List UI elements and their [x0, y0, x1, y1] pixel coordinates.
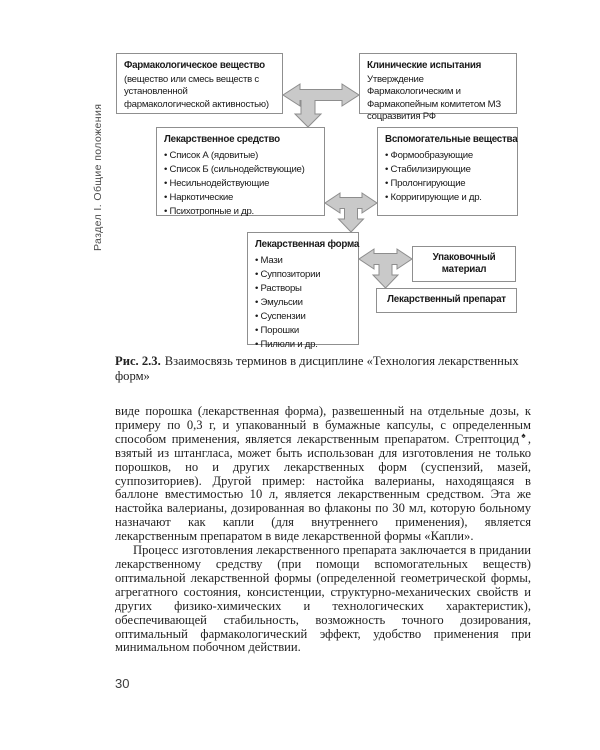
list-item: Список А (ядовитые)	[164, 149, 317, 163]
box-title: Лекарственное средство	[164, 134, 280, 145]
figure-caption-label: Рис. 2.3.	[115, 354, 161, 368]
box-excipients: Вспомогательные вещества Формообразующие…	[377, 127, 518, 216]
bullet-list: Мази Суппозитории Растворы Эмульсии Сусп…	[255, 254, 351, 352]
box-clinical-trials: Клинические испытания Утверждение Фармак…	[359, 53, 517, 122]
body-text: виде порошка (лекарственная форма), разв…	[115, 404, 532, 655]
bullet-list: Список А (ядовитые) Список Б (сильнодейс…	[164, 149, 317, 219]
connector-arrow-top	[283, 83, 359, 128]
figure-caption-text: Взаимосвязь терминов в дисциплине «Техно…	[115, 354, 519, 383]
list-item: Список Б (сильнодействующие)	[164, 163, 317, 177]
box-title: Вспомогательные вещества	[385, 134, 518, 145]
bullet-list: Формообразующие Стабилизирующие Пролонги…	[385, 149, 510, 205]
list-item: Порошки	[255, 324, 351, 338]
list-item: Мази	[255, 254, 351, 268]
box-title: Лекарственный препарат	[387, 294, 506, 306]
section-label: Раздел I. Общие положения	[92, 103, 104, 251]
list-item: Наркотические	[164, 191, 317, 205]
list-item: Несильнодействующие	[164, 177, 317, 191]
box-drug-substance: Лекарственное средство Список А (ядовиты…	[156, 127, 325, 219]
list-item: Психотропные и др.	[164, 205, 317, 219]
figure-caption: Рис. 2.3.Взаимосвязь терминов в дисципли…	[115, 354, 531, 384]
paragraph-2: Процесс изготовления лекарственного преп…	[115, 543, 531, 655]
list-item: Эмульсии	[255, 296, 351, 310]
paragraph-1-text: виде порошка (лекарственная форма), разв…	[115, 404, 531, 446]
box-title: Лекарственная форма	[255, 239, 360, 250]
list-item: Пролонгирующие	[385, 177, 510, 191]
paragraph-1: виде порошка (лекарственная форма), разв…	[115, 404, 532, 544]
list-item: Формообразующие	[385, 149, 510, 163]
box-pharm-substance: Фармакологическое вещество (вещество или…	[116, 53, 283, 114]
connector-arrow-bottom	[359, 248, 412, 288]
connector-arrow-middle	[325, 192, 377, 232]
list-item: Стабилизирующие	[385, 163, 510, 177]
box-text: (вещество или смесь веществ с установлен…	[124, 73, 269, 110]
box-packaging: Упаковочный материал	[412, 246, 516, 282]
list-item: Суппозитории	[255, 268, 351, 282]
box-text: Утверждение Фармакологическим и Фармакоп…	[367, 73, 501, 123]
list-item: Корригирующие и др.	[385, 191, 510, 205]
list-item: Суспензии	[255, 310, 351, 324]
box-title: Упаковочный материал	[432, 251, 496, 276]
box-title: Клинические испытания	[367, 60, 482, 71]
page-number: 30	[115, 676, 130, 691]
list-item: Растворы	[255, 282, 351, 296]
box-drug-product: Лекарственный препарат	[376, 288, 517, 313]
list-item: Пилюли и др.	[255, 338, 351, 352]
tradename-mark: ♠	[519, 430, 528, 440]
box-title: Фармакологическое вещество	[124, 60, 265, 71]
paragraph-1-text: , взятый из штангласа, может быть исполь…	[115, 431, 532, 544]
box-dosage-form: Лекарственная форма Мази Суппозитории Ра…	[247, 232, 360, 350]
